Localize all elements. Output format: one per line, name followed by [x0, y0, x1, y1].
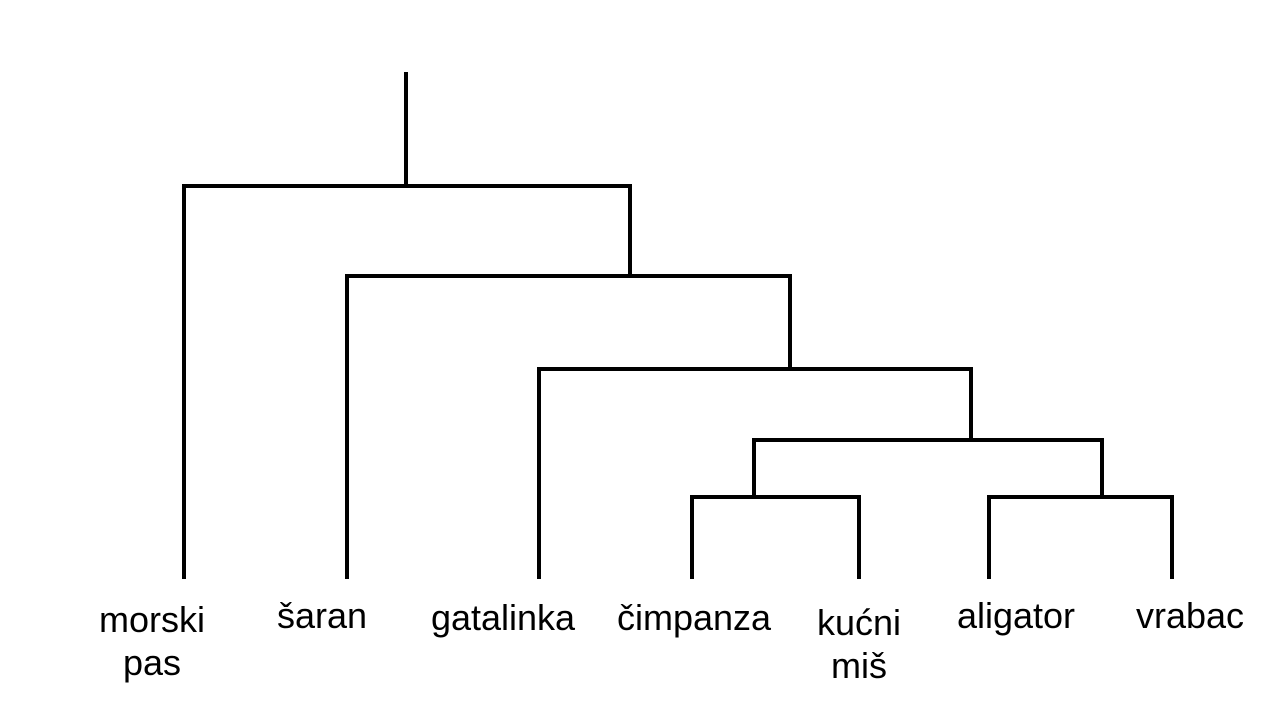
leaf-label-kucni-mis: kućni miš: [816, 602, 902, 687]
leaf-label-cimpanza: čimpanza: [616, 597, 772, 638]
clade-root: [182, 184, 632, 579]
clade-reptiles: [987, 495, 1174, 579]
leaf-label-aligator: aligator: [956, 595, 1076, 636]
leaf-label-saran: šaran: [276, 595, 368, 636]
leaf-label-vrabac: vrabac: [1135, 595, 1245, 636]
clade-tetrapods: [537, 367, 973, 579]
clade-bony-fish-and-tetrapods: [345, 274, 792, 579]
leaf-label-gatalinka: gatalinka: [430, 597, 576, 638]
clade-mammals: [690, 495, 861, 579]
leaf-label-morski-pas: morski pas: [99, 599, 205, 684]
clade-amniotes: [752, 438, 1104, 499]
